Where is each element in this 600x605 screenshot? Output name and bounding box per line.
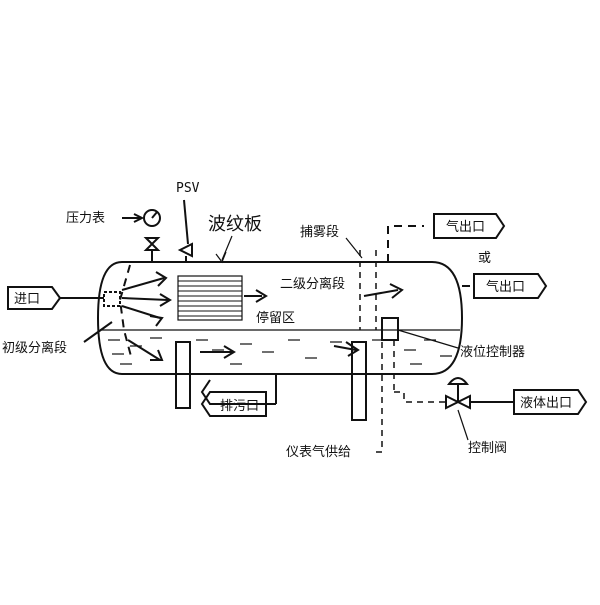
control-valve bbox=[445, 377, 514, 410]
flow-arrows bbox=[121, 271, 404, 361]
pressure-gauge-label: 压力表 bbox=[66, 211, 105, 226]
gas-outlet-label: 气出口 bbox=[446, 219, 485, 235]
psv-label: PSV bbox=[176, 181, 200, 196]
weir-plate bbox=[175, 341, 191, 409]
primary-baffle bbox=[118, 264, 133, 361]
secondary-separation-label: 二级分离段 bbox=[280, 276, 345, 292]
gas-outlet-line-top bbox=[387, 225, 424, 262]
control-valve-label: 控制阀 bbox=[468, 441, 507, 456]
pressure-gauge bbox=[122, 209, 161, 262]
retention-zone-label: 停留区 bbox=[256, 310, 295, 326]
right-support bbox=[351, 341, 367, 421]
instrument-air-supply-label: 仪表气供给 bbox=[286, 444, 351, 460]
gas-outlet-alt-label: 气出口 bbox=[486, 279, 525, 295]
level-controller bbox=[381, 317, 399, 341]
instrument-air-line bbox=[372, 342, 383, 453]
level-controller-label: 液位控制器 bbox=[460, 345, 525, 360]
inlet-label: 进口 bbox=[14, 292, 40, 307]
primary-separation-label: 初级分离段 bbox=[2, 340, 67, 356]
liquid-outlet-label: 液体出口 bbox=[520, 396, 572, 411]
inlet: 进口 bbox=[7, 286, 121, 310]
psv-valve bbox=[177, 199, 193, 262]
corrugated-plate-pack bbox=[177, 275, 243, 321]
corrugated-plate-label: 波纹板 bbox=[208, 214, 262, 235]
drain-outlet: 排污口 bbox=[200, 374, 277, 417]
mist-catching-section-label: 捕雾段 bbox=[300, 224, 339, 240]
drain-outlet-label: 排污口 bbox=[220, 399, 259, 414]
or-label: 或 bbox=[478, 251, 491, 266]
